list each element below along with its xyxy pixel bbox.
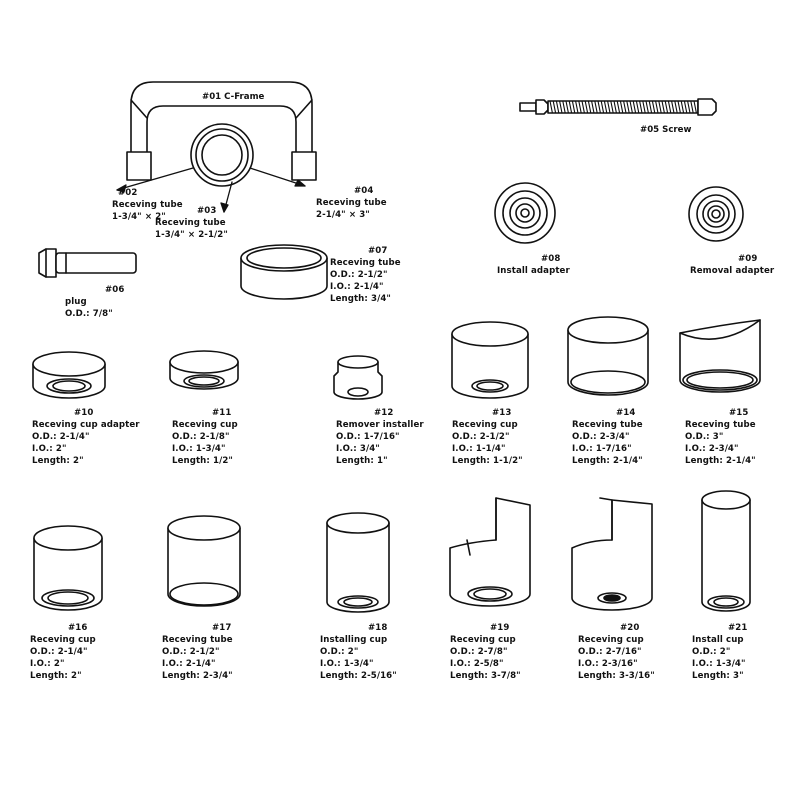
screw-drawing [520, 99, 716, 115]
plug-drawing [39, 249, 136, 277]
cup-13-drawing [452, 322, 528, 398]
c-frame-title: #01 C-Frame [202, 92, 265, 102]
receiving-tube-07-drawing [241, 245, 327, 299]
cup-20-drawing [572, 498, 652, 610]
cup-11-drawing [170, 351, 238, 389]
cup-21-drawing [702, 491, 750, 611]
receiving-tube-03-drawing [191, 124, 253, 186]
tube-14-drawing [568, 317, 648, 395]
cup-12-drawing [334, 356, 382, 399]
part-08-label: #08 Install adapter [497, 254, 570, 276]
tube-17-drawing [168, 516, 240, 606]
removal-adapter-drawing [689, 187, 743, 241]
callout-arrows [117, 168, 305, 212]
tube-15-drawing [680, 320, 760, 392]
cup-18-drawing [327, 513, 389, 612]
part-09-label: #09 Removal adapter [690, 254, 775, 276]
screw-title: #05 Screw [640, 125, 692, 135]
cup-10-drawing [33, 352, 105, 398]
cup-19-drawing [450, 498, 530, 606]
install-adapter-drawing [495, 183, 555, 243]
cup-16-drawing [34, 526, 102, 610]
c-frame-drawing [127, 82, 316, 180]
